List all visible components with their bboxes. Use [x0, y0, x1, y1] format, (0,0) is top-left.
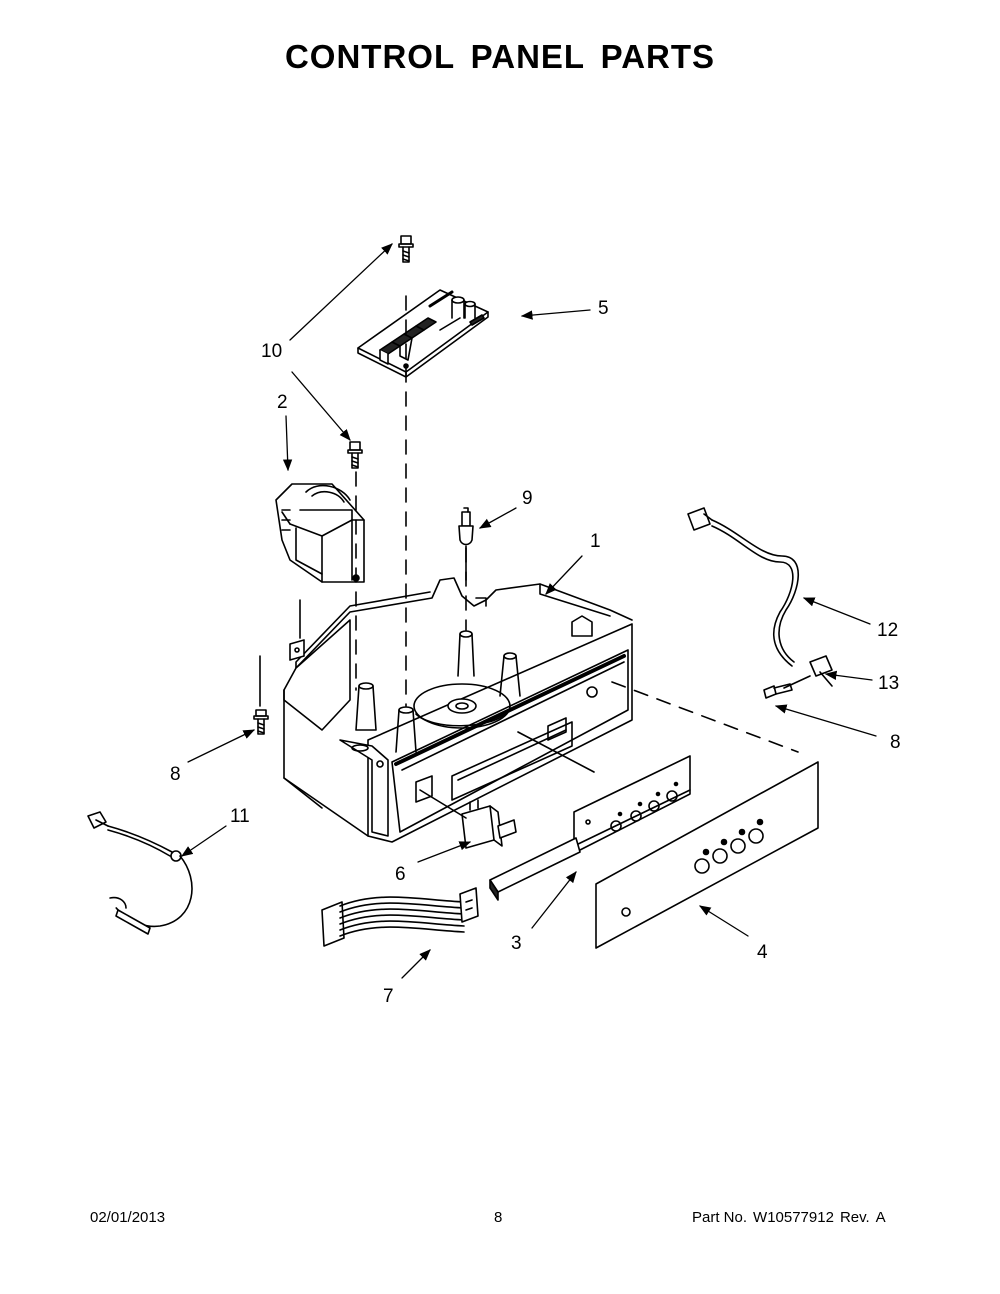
footer-page-number: 8: [494, 1209, 503, 1226]
callout-10: 10: [261, 341, 282, 362]
callout-7: 7: [383, 986, 394, 1007]
callout-8-left: 8: [170, 764, 181, 785]
callout-1: 1: [590, 531, 601, 552]
footer-part-number: W10577912: [753, 1209, 834, 1226]
callout-3: 3: [511, 933, 522, 954]
switch-part-6: [419, 789, 517, 849]
thermistor-part-11: [87, 811, 193, 935]
control-board-part-5: [357, 289, 489, 378]
footer-part-info: Part No. W10577912 Rev. A: [692, 1209, 892, 1226]
footer-rev: A: [875, 1209, 886, 1226]
keypad-board-part-3: [489, 755, 691, 901]
footer-part-label: Part No.: [692, 1209, 748, 1226]
callout-8-right: 8: [890, 732, 901, 753]
callout-4: 4: [757, 942, 768, 963]
callout-11: 11: [230, 806, 250, 827]
clip-part-13: [809, 655, 833, 687]
callout-leaders: [181, 243, 877, 979]
footer-date: 02/01/2013: [90, 1209, 166, 1226]
transformer-part-2: [275, 483, 365, 583]
assembly-lines-solid: [259, 599, 811, 773]
callout-12: 12: [877, 620, 898, 641]
sensor-part-9: [458, 507, 474, 581]
control-housing-part-1: [283, 577, 633, 843]
callout-9: 9: [522, 488, 533, 509]
wire-harness-part-7: [321, 887, 479, 947]
page-title: CONTROL PANEL PARTS: [284, 38, 716, 75]
screw-part-8-right: [763, 683, 793, 699]
screw-part-10-top: [398, 235, 414, 263]
screw-part-8-left: [253, 709, 269, 735]
overlay-part-4: [595, 761, 819, 949]
callout-2: 2: [277, 392, 288, 413]
callout-5: 5: [598, 298, 609, 319]
screw-part-10-lower: [347, 441, 363, 469]
footer-rev-label: Rev.: [839, 1209, 870, 1226]
harness-part-12: [687, 507, 800, 667]
callout-6: 6: [395, 864, 406, 885]
assembly-lines: [355, 295, 799, 753]
callout-13: 13: [878, 673, 899, 694]
